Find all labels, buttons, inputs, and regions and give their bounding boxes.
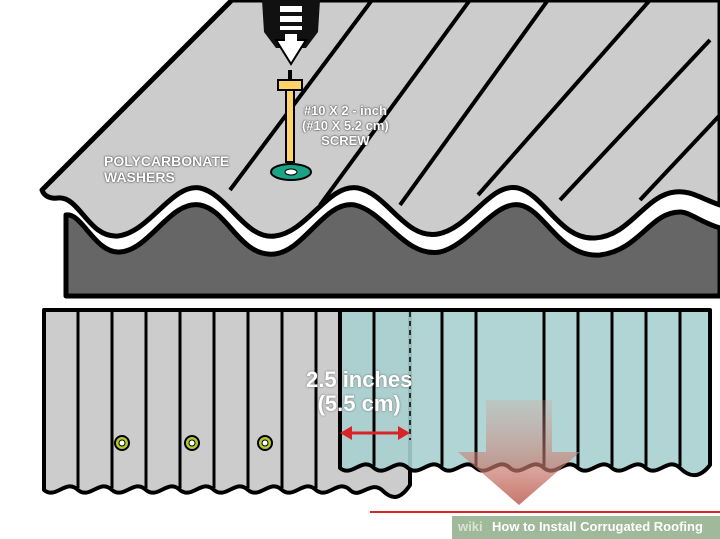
washers-label: POLYCARBONATE WASHERS (104, 153, 229, 185)
roof-edge (63, 202, 720, 299)
grey-panel (42, 308, 412, 499)
washers-label-line1: POLYCARBONATE (104, 153, 230, 169)
footer-title: How to Install Corrugated Roofing (492, 519, 703, 534)
footer-brand: wiki (458, 519, 483, 534)
screw-label-line3: SCREW (321, 133, 370, 148)
footer-bar (452, 516, 720, 539)
overlap-distance-label: 2.5 inches (5.5 cm) (306, 368, 412, 416)
down-arrow-icon (458, 400, 580, 505)
screw-label-line1: #10 X 2 - inch (303, 103, 387, 118)
roof-cross-section (39, 0, 720, 299)
footer-title-prefix: How (492, 519, 520, 534)
screw-label-line2: (#10 X 5.2 cm) (302, 118, 389, 133)
grey-panel-ribs (76, 312, 318, 488)
drill-bit-icon (262, 0, 320, 66)
overlap-section (42, 308, 720, 513)
footer-title-rest: to Install Corrugated Roofing (519, 519, 703, 534)
double-arrow-icon (340, 426, 410, 440)
screw-label: #10 X 2 - inch (#10 X 5.2 cm) SCREW (302, 103, 389, 148)
panel-screws (114, 435, 273, 451)
screw-icon (277, 70, 303, 163)
overlap-distance-line2: (5.5 cm) (317, 391, 401, 416)
roof-ridges (228, 0, 720, 207)
washers-label-line2: WASHERS (104, 169, 175, 185)
overlap-distance-line1: 2.5 inches (306, 367, 413, 392)
